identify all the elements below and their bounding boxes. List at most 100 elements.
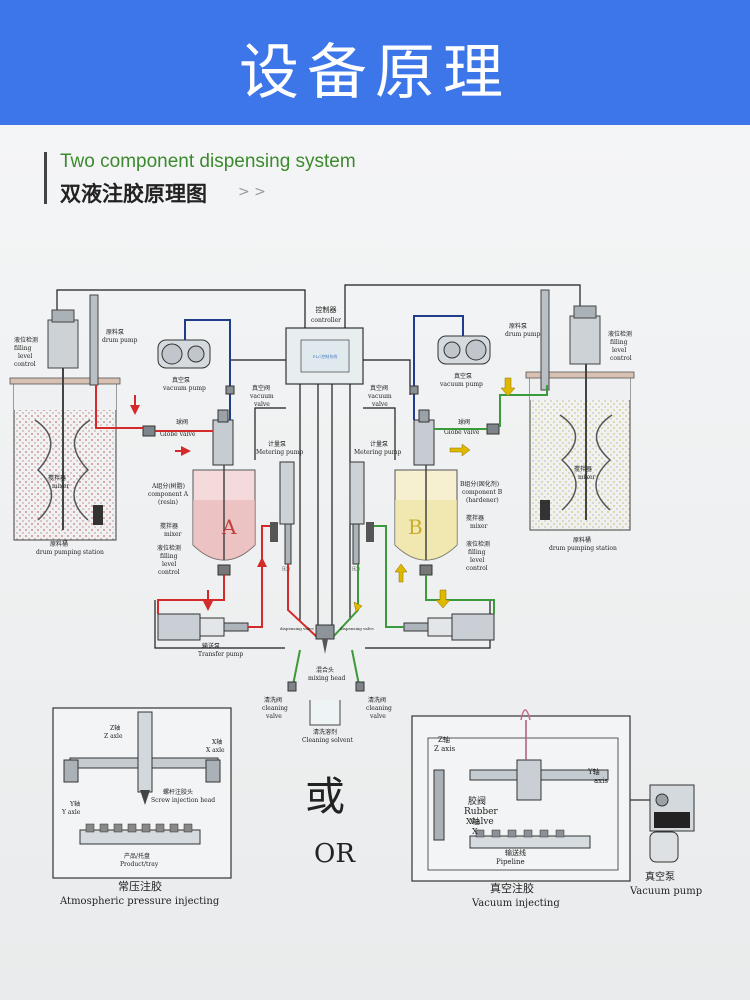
clean-left-cn: 清洗阀 — [264, 696, 282, 704]
tank-a-level-en1: filling — [160, 553, 178, 560]
controller-screen-text: PLC控制系统 — [313, 353, 337, 359]
comp-a-cn: A组分(树脂) — [151, 482, 185, 490]
right-drum-pump-en: drum pump — [505, 331, 541, 338]
clean-right-en1: cleaning — [366, 705, 392, 712]
vacuum-pump-en: Vacuum pump — [629, 886, 702, 897]
right-level-en2: level — [612, 347, 626, 354]
bl-screw-cn: 螺杆注胶头 — [163, 788, 193, 796]
right-vacuum-pump-cn: 真空泵 — [454, 372, 472, 380]
right-metering-cn: 计量泵 — [370, 440, 388, 448]
br-valve-en2: valve — [469, 817, 494, 827]
vacuum-pump-cn: 真空泵 — [645, 870, 675, 883]
bl-caption-cn: 常压注胶 — [118, 879, 162, 893]
left-level-en3: control — [14, 361, 36, 368]
right-globe-en: Globe valve — [444, 429, 480, 436]
right-level-en3: control — [610, 355, 632, 362]
right-metering-en: Metering pump — [354, 449, 401, 456]
vacuum-injecting-panel: Z轴 Z axis Y轴 axis 胶阀 Rubber valve X轴 X 输… — [411, 709, 702, 909]
bl-x-en: X axle — [206, 747, 225, 754]
br-z-cn: Z轴 — [438, 735, 450, 744]
right-vacuum-valve-en1: vacuum — [367, 393, 392, 400]
right-disp-valve: dispensing valve — [340, 626, 374, 631]
tank-a-label: A — [221, 515, 237, 539]
left-drum-mixer-en: mixer — [52, 483, 70, 490]
bl-y-en: Y axle — [61, 809, 81, 816]
flow-arrows-yellow — [353, 377, 516, 613]
left-metering-cn: 计量泵 — [268, 440, 286, 448]
comp-b-cn: B组分(固化剂) — [460, 480, 499, 488]
banner: 设备原理 — [0, 0, 750, 125]
br-valve-en1: Rubber — [464, 807, 498, 817]
mixing-head-cn: 混合头 — [316, 666, 334, 674]
or-cn: 或 — [305, 774, 345, 820]
left-vacuum-pump: 真空泵 vacuum pump — [157, 339, 211, 392]
solvent-en: Cleaning solvent — [302, 737, 353, 744]
bl-tray-cn: 产品/托盘 — [124, 852, 150, 860]
clean-left-en2: valve — [265, 713, 282, 720]
mixer-b-cn: 搅拌器 — [466, 514, 484, 522]
br-x-cn: X轴 — [466, 816, 480, 826]
vacuum-lines-blue — [184, 315, 464, 420]
comp-a-en2: (resin) — [158, 499, 178, 506]
right-drum-pump-cn: 原料泵 — [509, 322, 527, 330]
transfer-pump-en: Transfer pump — [198, 651, 243, 658]
bl-z-cn: Z轴 — [110, 724, 120, 732]
tank-a-level-cn: 液位检测 — [157, 544, 181, 552]
right-globe-cn: 球阀 — [458, 418, 470, 426]
left-vacuum-valve-en2: valve — [253, 401, 270, 408]
tank-b-level-en1: filling — [468, 549, 486, 556]
or-en: OR — [314, 839, 356, 869]
comp-b-en1: component B — [462, 489, 503, 496]
atmospheric-injecting-panel: Z轴 Z axle X轴 X axle Y轴 Y axle 螺杆注胶头 Scre… — [52, 707, 232, 907]
comp-b-en2: (hardener) — [466, 497, 499, 504]
br-caption-en: Vacuum injecting — [471, 898, 560, 909]
left-vacuum-valve-cn: 真空阀 — [252, 384, 270, 392]
right-drum-mixer-en: mixer — [578, 474, 596, 481]
tank-a: A A组分(树脂) component A (resin) 搅拌器 mixer … — [148, 409, 256, 576]
clean-right-en2: valve — [369, 713, 386, 720]
tank-a-level-en2: level — [162, 561, 176, 568]
bl-caption-en: Atmospheric pressure injecting — [59, 896, 220, 907]
mixing-head-assembly: dispensing valve dispensing valve 混合头 mi… — [262, 624, 392, 744]
right-level-cn: 液位检测 — [608, 330, 632, 338]
right-vacuum-pump: 真空泵 vacuum pump — [437, 335, 491, 388]
left-station-en: drum pumping station — [36, 549, 104, 556]
tank-b: B B组分(固化剂) component B (hardener) 搅拌器 mi… — [394, 409, 503, 576]
right-drum-station: 原料泵 drum pump 液位检测 filling level control… — [505, 289, 635, 552]
right-vacuum-pump-en: vacuum pump — [439, 381, 483, 388]
left-globe-en: Globe valve — [160, 431, 196, 438]
right-station-en: drum pumping station — [549, 545, 617, 552]
bl-y-cn: Y轴 — [69, 800, 80, 808]
tank-a-level-en3: control — [158, 569, 180, 576]
left-pressure: 压力 — [282, 565, 290, 571]
header-accent-bar — [44, 152, 47, 204]
right-vacuum-valve-cn: 真空阀 — [370, 384, 388, 392]
or-divider: 或 OR — [305, 774, 356, 869]
left-drum-mixer-cn: 搅拌器 — [48, 474, 66, 482]
left-drum-pump-en: drum pump — [102, 337, 138, 344]
clean-right-cn: 清洗阀 — [368, 696, 386, 704]
header-arrows: > > — [238, 184, 266, 200]
clean-left-en1: cleaning — [262, 705, 288, 712]
left-drum-pump-cn: 原料泵 — [106, 328, 124, 336]
banner-title: 设备原理 — [239, 38, 511, 108]
br-line-cn: 输送线 — [505, 848, 526, 857]
transfer-pumps: 输送泵 Transfer pump — [157, 613, 495, 658]
left-globe-cn: 球阀 — [176, 418, 188, 426]
left-vacuum-pump-en: vacuum pump — [162, 385, 206, 392]
br-y-cn: Y轴 — [587, 767, 600, 776]
comp-a-en1: component A — [148, 491, 189, 498]
header-title-en: Two component dispensing system — [60, 151, 356, 172]
left-station-cn: 原料桶 — [50, 540, 68, 548]
right-pressure: 压力 — [352, 565, 360, 571]
br-y-en: axis — [594, 777, 608, 785]
globe-valves: 球阀 Globe valve 球阀 Globe valve — [142, 418, 500, 438]
metering-pumps: 计量泵 Metering pump 压力 计量泵 Metering pump 压… — [256, 440, 401, 571]
tank-b-level-en2: level — [470, 557, 484, 564]
header-title-cn: 双液注胶原理图 — [60, 182, 207, 206]
mixer-a-cn: 搅拌器 — [160, 522, 178, 530]
left-disp-valve: dispensing valve — [280, 626, 314, 631]
controller-label-en: controller — [311, 317, 341, 324]
controller-label-cn: 控制器 — [316, 305, 337, 314]
